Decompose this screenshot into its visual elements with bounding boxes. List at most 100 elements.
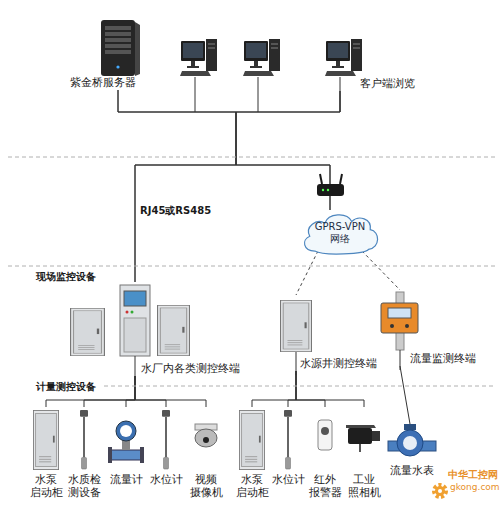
quality-probe-icon [80,410,88,469]
meter-dial [403,436,417,450]
node-caption: 水源井测控终端 [300,357,377,371]
device-node: 视频 摄像机 [187,407,226,499]
link-label: RJ45或RS485 [140,204,211,218]
device-node: 工业 照相机 [345,407,384,499]
water-meter-icon [388,424,436,456]
connector [118,90,236,282]
connector [252,371,296,407]
connector [126,376,135,407]
terminal-node: 流量监测终端 [378,290,476,366]
pc-group [195,77,340,112]
router-antenna [320,174,322,184]
section-divider [8,157,496,158]
node-caption: 流量计 [110,473,143,486]
connector [135,376,206,407]
connector [135,376,166,407]
cabinet-icon [71,308,105,355]
router-led [322,189,324,191]
connector [118,90,330,210]
terminal-wire [296,352,297,375]
section-divider [8,266,496,267]
camera-lens [372,431,380,441]
section-divider [104,386,496,387]
server-bay [105,44,131,48]
server-bay [105,50,131,54]
pc-wire [195,77,196,112]
cabinet-icon [33,410,58,469]
cabinet-button [126,311,129,314]
device-node: 水位计 [269,407,308,486]
section-divider [8,157,496,386]
server-bay [105,32,131,36]
industrial-camera-icon [346,425,380,452]
connector [400,366,410,424]
level-probe-icon [162,410,170,469]
server-bay [105,38,131,42]
server-icon [101,20,140,76]
node-caption: 红外 报警器 [309,473,342,499]
client-node: 客户端浏览 [175,35,415,91]
camera-body [348,428,372,444]
pc-icon [243,39,280,76]
cabinet-icon [158,305,190,355]
node-caption: 紫金桥服务器 [70,76,136,90]
server-icon [101,20,135,76]
node-caption: 水泵 启动柜 [30,473,63,499]
connector [296,371,364,407]
node-caption: 水泵 启动柜 [236,473,269,499]
watermark: 中华工控网 [448,468,498,482]
camera-lens [203,437,209,443]
watermark-gear [434,485,446,497]
device-node: 水泵 启动柜 [233,407,272,499]
node-caption: 工业 照相机 [348,473,381,499]
connector [135,91,340,282]
node-caption: GPRS-VPN 网络 [309,221,371,245]
watermark-gear [434,485,446,497]
watermark: gkong.com [450,482,500,492]
alarm-lens [321,427,329,435]
meter-register [404,424,416,430]
camera-hood [346,425,376,428]
node-caption: 水位计 [150,473,183,486]
pc-icon [325,39,362,76]
cabinet-icon [239,410,264,469]
wireless-link [296,251,318,295]
connector [288,371,296,407]
camera-bracket [359,444,361,452]
alarm-body [318,420,332,450]
cabinet-icon [120,285,150,356]
cabinet-door [124,318,146,352]
flowmeter-icon [108,421,144,463]
wireless-link [362,251,400,290]
cabinet-screen [124,291,146,306]
flowmeter-flange [140,447,144,463]
network-cloud: GPRS-VPN 网络 [298,210,382,256]
node-caption: 流量监测终端 [410,352,476,366]
node-caption: 水质检 测设备 [68,473,101,499]
level-probe-icon [284,410,292,469]
flowmeter-head [116,421,136,441]
server-bay [105,26,131,30]
router-icon [317,184,344,196]
terminal-wire [135,356,136,380]
flow-terminal-knob [390,324,394,328]
router-icon [317,174,344,196]
device-node: 水泵 启动柜 [27,407,66,499]
device-node: 流量计 [107,407,146,486]
device-node: 红外 报警器 [306,407,345,499]
terminal-node: 水厂内各类测控终端 [66,282,240,376]
flowmeter-face [120,425,132,437]
flowmeter-flange [108,447,112,463]
meter-body [397,430,423,456]
node-caption: 水厂内各类测控终端 [141,362,240,376]
pc-wire [340,77,341,112]
terminal-node: 水源井测控终端 [279,295,377,371]
terminal-wire [400,350,401,370]
section-label: 计量测控设备 [36,380,96,394]
node-caption: 水位计 [272,473,305,486]
connector [296,371,325,407]
node-caption: 视频 摄像机 [190,473,223,499]
node-caption: 流量水表 [390,464,434,478]
cabinet-button [131,311,134,314]
watermark-gear [435,486,445,496]
